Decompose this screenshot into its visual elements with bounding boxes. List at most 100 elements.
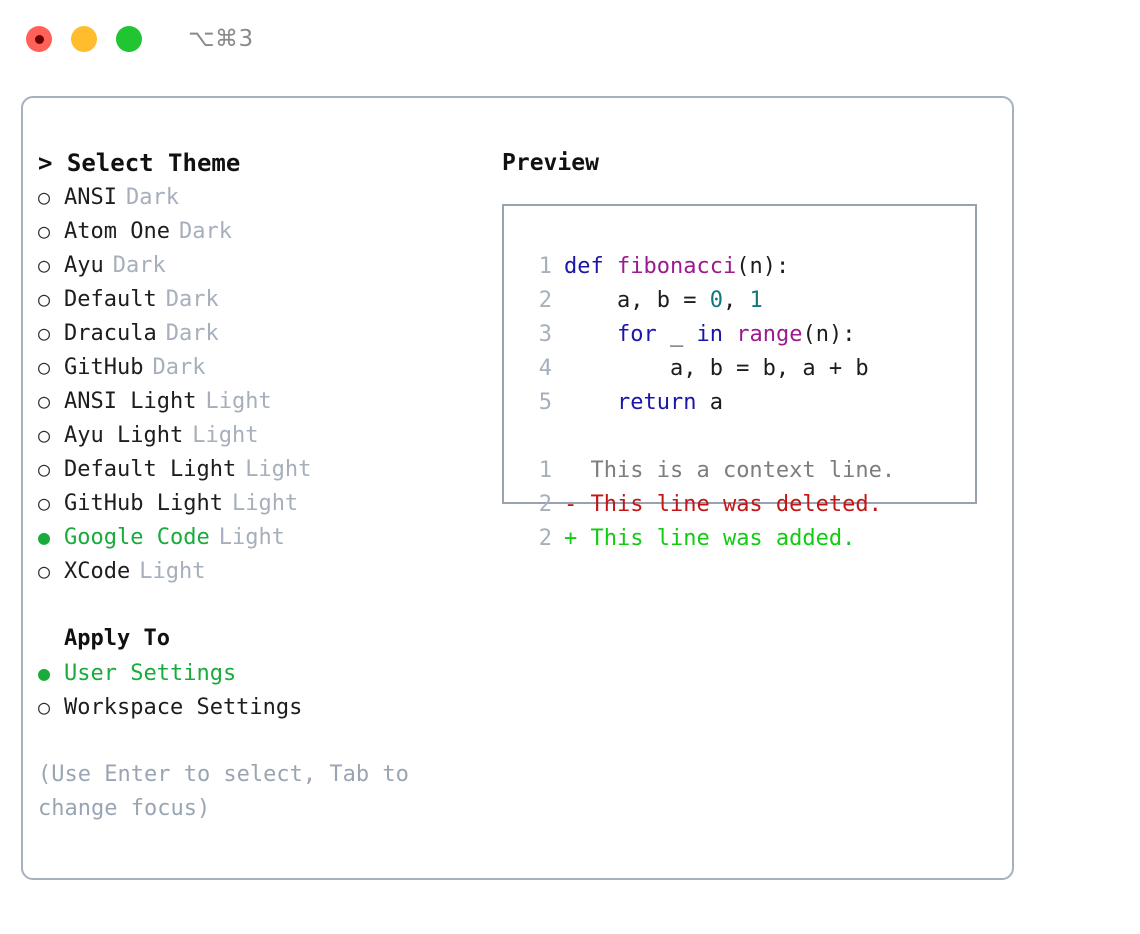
diff-line-text: This line was added. bbox=[577, 526, 856, 551]
radio-unselected-icon: ○ bbox=[38, 355, 51, 379]
theme-kind-label: Dark bbox=[152, 355, 206, 380]
radio-unselected-icon: ○ bbox=[38, 559, 51, 583]
radio-unselected-icon: ○ bbox=[38, 695, 51, 719]
code-line: 1 def fibonacci(n): bbox=[518, 250, 975, 284]
code-token-num: 0 bbox=[709, 288, 723, 313]
code-token-kw: return bbox=[616, 390, 697, 415]
theme-kind-label: Dark bbox=[165, 287, 219, 312]
code-token-kw: in bbox=[696, 322, 723, 347]
apply-to-option-label: User Settings bbox=[64, 661, 237, 686]
diff-sign bbox=[564, 454, 577, 488]
theme-list-item[interactable]: ○ Default Dark bbox=[38, 282, 498, 316]
theme-name: ANSI bbox=[64, 185, 117, 210]
radio-unselected-icon: ○ bbox=[38, 287, 51, 311]
theme-name: Google Code bbox=[64, 525, 210, 550]
theme-kind-label: Light bbox=[205, 389, 272, 414]
diff-line-text: This line was deleted. bbox=[577, 492, 882, 517]
diff-line-number: 2 bbox=[538, 492, 552, 517]
line-number: 1 bbox=[538, 254, 552, 279]
code-token-plain: a, b = bbox=[564, 288, 710, 313]
diff-line-text: This is a context line. bbox=[577, 458, 896, 483]
code-line-text: a, b = 0, 1 bbox=[564, 284, 763, 318]
diff-line: 2+ This line was added. bbox=[518, 522, 975, 556]
code-diff-spacer bbox=[518, 420, 975, 454]
theme-kind-label: Light bbox=[245, 457, 312, 482]
code-token-plain: a, b = b, a + b bbox=[564, 356, 869, 381]
theme-kind-label: Light bbox=[231, 491, 299, 516]
theme-name: ANSI Light bbox=[64, 389, 197, 414]
theme-name: Atom One bbox=[64, 219, 170, 244]
theme-list-item[interactable]: ○ XCode Light bbox=[38, 554, 498, 588]
select-theme-header: > Select Theme bbox=[38, 149, 241, 177]
theme-name: Dracula bbox=[64, 321, 157, 346]
radio-unselected-icon: ○ bbox=[38, 185, 51, 209]
list-spacer bbox=[38, 588, 498, 622]
theme-kind-label: Light bbox=[139, 559, 206, 584]
diff-sign: + bbox=[564, 526, 578, 551]
theme-name: XCode bbox=[64, 559, 131, 584]
theme-kind-label: Dark bbox=[165, 321, 219, 346]
radio-unselected-icon: ○ bbox=[38, 423, 51, 447]
theme-kind-label: Dark bbox=[178, 219, 232, 244]
code-line-text: def fibonacci(n): bbox=[564, 250, 789, 284]
theme-name: GitHub bbox=[64, 355, 144, 380]
code-token-fn: fibonacci bbox=[616, 254, 737, 279]
theme-kind-label: Light bbox=[218, 525, 285, 550]
close-button-icon[interactable] bbox=[26, 26, 52, 52]
code-token-plain: (n): bbox=[736, 254, 790, 279]
minimize-button-icon[interactable] bbox=[71, 26, 97, 52]
code-token-kw: def bbox=[564, 254, 617, 279]
traffic-light-group bbox=[26, 26, 142, 52]
theme-name: Default bbox=[64, 287, 157, 312]
apply-to-option[interactable]: ○Workspace Settings bbox=[38, 690, 498, 724]
preview-header: Preview bbox=[502, 150, 599, 176]
apply-to-list: ● User Settings ○Workspace Settings bbox=[38, 656, 498, 724]
theme-list-item[interactable]: ○ GitHub Dark bbox=[38, 350, 498, 384]
line-number: 2 bbox=[538, 288, 552, 313]
code-line-text: for _ in range(n): bbox=[564, 318, 855, 352]
code-line: 3 for _ in range(n): bbox=[518, 318, 975, 352]
radio-unselected-icon: ○ bbox=[38, 321, 51, 345]
code-token-plain: (n): bbox=[802, 322, 856, 347]
diff-line: 1 This is a context line. bbox=[518, 454, 975, 488]
code-token-num: 1 bbox=[749, 288, 763, 313]
theme-list-item[interactable]: ○ Atom One Dark bbox=[38, 214, 498, 248]
theme-name: GitHub Light bbox=[64, 491, 223, 516]
code-token-kw: for bbox=[616, 322, 657, 347]
code-token-fn: range bbox=[736, 322, 803, 347]
code-token-plain: , bbox=[722, 288, 750, 313]
line-number: 5 bbox=[538, 390, 552, 415]
window-title: ⌥⌘3 bbox=[188, 26, 254, 52]
keyboard-hint-text: (Use Enter to select, Tab to change focu… bbox=[38, 762, 423, 821]
radio-unselected-icon: ○ bbox=[38, 219, 51, 243]
code-line: 4 a, b = b, a + b bbox=[518, 352, 975, 386]
apply-to-option[interactable]: ● User Settings bbox=[38, 656, 498, 690]
code-line-text: a, b = b, a + b bbox=[564, 352, 869, 386]
theme-list-item[interactable]: ○ Dracula Dark bbox=[38, 316, 498, 350]
window-title-bar: ⌥⌘3 bbox=[0, 0, 1140, 78]
line-number: 3 bbox=[538, 322, 552, 347]
code-line: 5 return a bbox=[518, 386, 975, 420]
line-number: 4 bbox=[538, 356, 552, 381]
theme-kind-label: Light bbox=[192, 423, 259, 448]
zoom-button-icon[interactable] bbox=[116, 26, 142, 52]
theme-list-item[interactable]: ○ ANSI Light Light bbox=[38, 384, 498, 418]
radio-selected-icon: ● bbox=[38, 661, 51, 685]
diff-line-number: 1 bbox=[538, 458, 552, 483]
code-token-plain bbox=[564, 322, 617, 347]
radio-unselected-icon: ○ bbox=[38, 389, 51, 413]
radio-unselected-icon: ○ bbox=[38, 457, 51, 481]
apply-to-header: Apply To bbox=[64, 626, 170, 651]
code-token-plain: _ bbox=[656, 322, 697, 347]
